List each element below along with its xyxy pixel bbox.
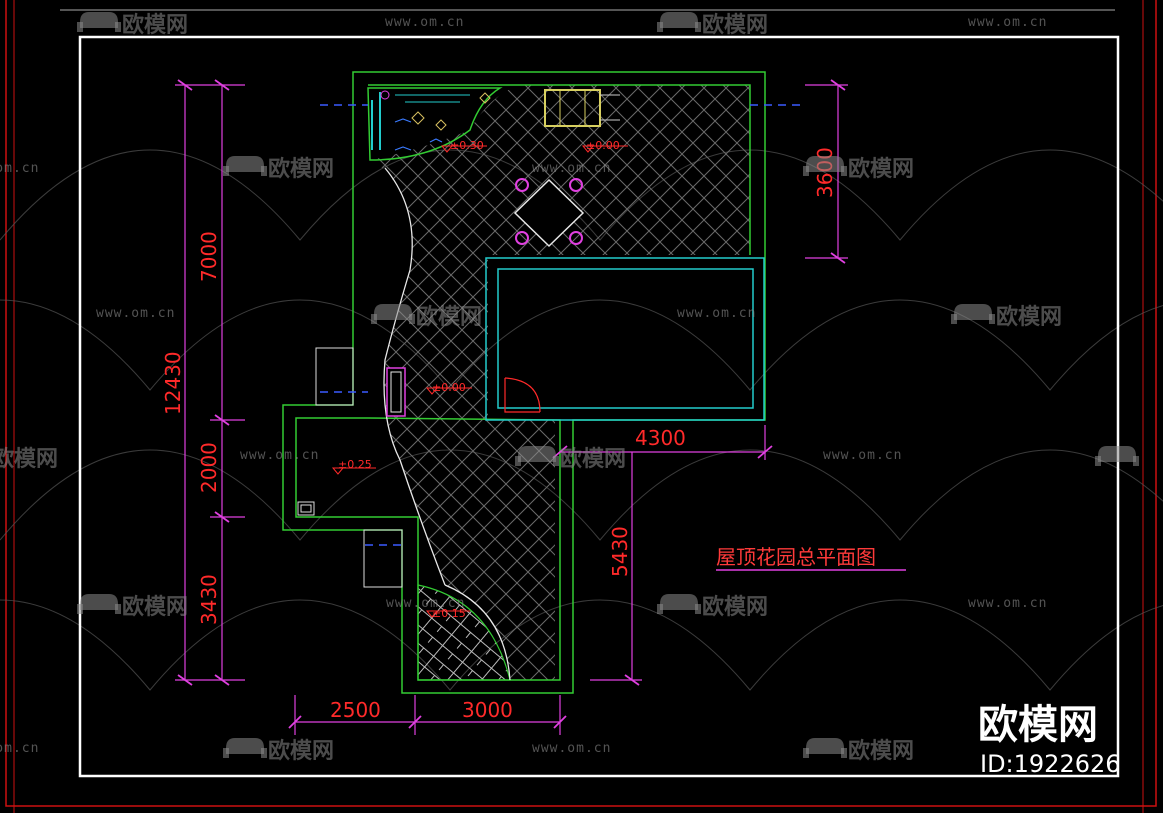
corner-brand: 欧模网 <box>978 702 1098 748</box>
dim-seg-bottom: 3430 <box>197 574 221 625</box>
watermark-brand: 欧模网 <box>122 594 188 620</box>
watermark-url: www.om.cn <box>968 15 1047 30</box>
table-with-chairs <box>544 89 620 127</box>
watermark-brand: 欧模网 <box>702 594 768 620</box>
watermark-brand: 欧模网 <box>702 12 768 38</box>
drawing-title: 屋顶花园总平面图 <box>716 545 876 569</box>
dim-seg-top: 7000 <box>197 231 221 282</box>
dim-right-bottom: 5430 <box>608 526 632 577</box>
watermark-brand-layer: 欧模网 欧模网 欧模网 欧模网 欧模网 欧模网 欧模网 欧模网 欧模网 欧模网 … <box>0 12 1139 764</box>
dim-bottom-right: 3000 <box>462 698 513 722</box>
watermark-brand: 欧模网 <box>416 304 482 330</box>
corner-id: ID:1922626 <box>980 750 1121 778</box>
level-left: ±0.25 <box>338 458 372 471</box>
dim-total-height: 12430 <box>161 351 185 415</box>
watermark-url-layer: www.om.cn www.om.cn www.om.cn www.om.cn … <box>0 15 1047 756</box>
watermark-brand: 欧模网 <box>996 304 1062 330</box>
watermark-url: www.om.cn <box>0 741 39 756</box>
dim-bottom-left: 2500 <box>330 698 381 722</box>
drawing-frame <box>78 35 1120 778</box>
watermark-brand: 欧模网 <box>0 446 58 472</box>
watermark-url: www.om.cn <box>532 741 611 756</box>
outer-sheet-border <box>5 0 1157 813</box>
watermark-url: www.om.cn <box>677 306 756 321</box>
fixtures <box>297 347 403 588</box>
watermark-brand: 欧模网 <box>268 156 334 182</box>
level-bottom: ±0.15 <box>432 607 466 620</box>
level-terrace: ±0.00 <box>586 139 620 152</box>
watermark-brand: 欧模网 <box>122 12 188 38</box>
building-block <box>485 257 765 421</box>
watermark-url: www.om.cn <box>96 306 175 321</box>
path-edges <box>383 167 511 681</box>
bench <box>386 367 406 417</box>
door-swing <box>504 377 541 413</box>
garden-boundary-walls <box>282 71 766 694</box>
watermark-url: www.om.cn <box>386 596 465 611</box>
watermark-url: www.om.cn <box>823 448 902 463</box>
watermark-url: www.om.cn <box>532 161 611 176</box>
paving-area <box>370 85 750 680</box>
dim-seg-mid: 2000 <box>197 442 221 493</box>
watermark-brand: 欧模网 <box>560 446 626 472</box>
pond-area <box>367 87 503 161</box>
section-lines <box>320 104 800 546</box>
dim-right-width: 4300 <box>635 426 686 450</box>
watermark-url: www.om.cn <box>385 15 464 30</box>
watermark-brand: 欧模网 <box>268 738 334 764</box>
level-marks <box>331 145 628 618</box>
dining-set <box>513 178 585 248</box>
watermark-brand: 欧模网 <box>848 738 914 764</box>
dim-right-top: 3600 <box>813 147 837 198</box>
level-pond: ±0.30 <box>450 139 484 152</box>
watermark-brand: 欧模网 <box>848 156 914 182</box>
watermark-url: www.om.cn <box>968 596 1047 611</box>
watermark-url: www.om.cn <box>240 448 319 463</box>
watermark-url: www.om.cn <box>0 161 39 176</box>
level-path: ±0.00 <box>432 381 466 394</box>
